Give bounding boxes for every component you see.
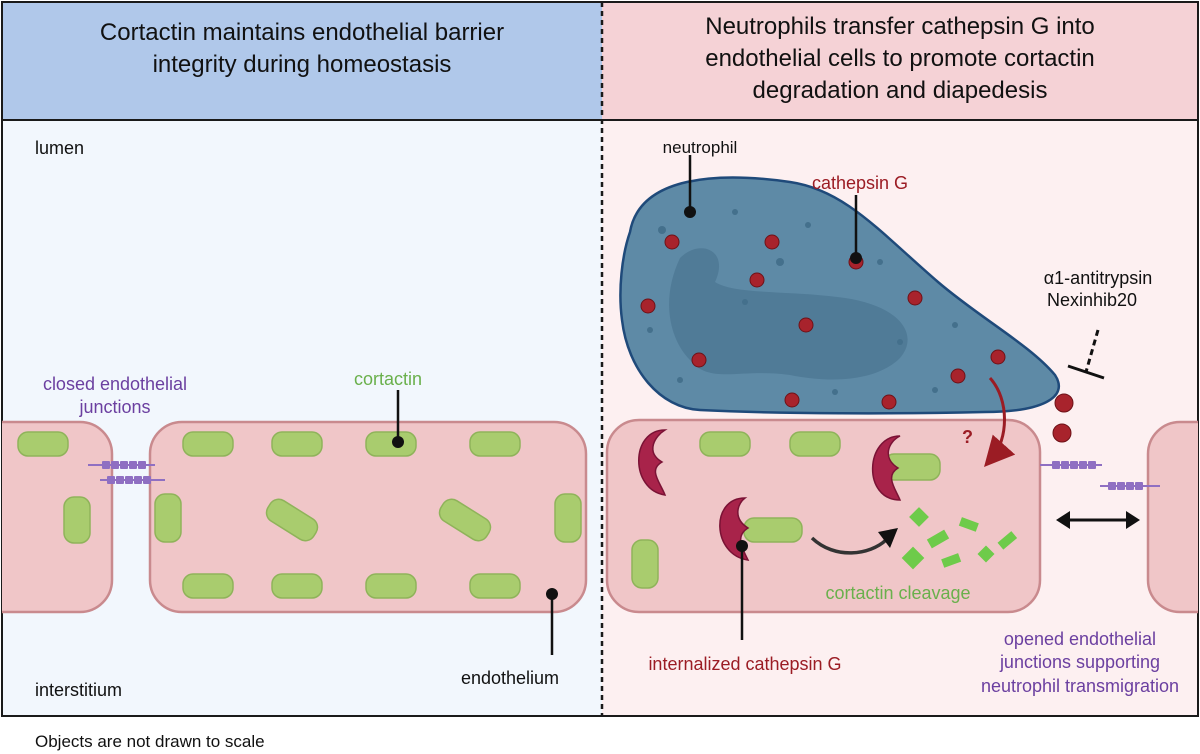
- left-title-line1: Cortactin maintains endothelial barrier: [100, 19, 504, 46]
- cortactin-blob: [182, 431, 234, 457]
- cortactin-blob: [743, 517, 803, 543]
- endothelium-label: endothelium: [461, 668, 559, 688]
- neutrophil-pointer-dot: [684, 206, 696, 218]
- frame: [1, 1, 1199, 717]
- inhibitor-label-line2: Nexinhib20: [1047, 290, 1137, 310]
- cortactin-blob: [182, 573, 234, 599]
- opened-junctions-label-line3: neutrophil transmigration: [981, 676, 1179, 696]
- right-cortactin-group: [631, 431, 941, 589]
- cathepsin-pointer-dot: [850, 252, 862, 264]
- opened-junction: [1040, 461, 1160, 490]
- cortactin-blob: [154, 493, 182, 543]
- cortactin-pointer-dot: [392, 436, 404, 448]
- cathepsin-crescent: [638, 429, 668, 496]
- cleavage-arrow: [810, 536, 888, 555]
- cortactin-fragments: [901, 507, 1018, 570]
- closed-junctions-label-line1: closed endothelial: [43, 374, 187, 394]
- left-body-panel: [2, 120, 602, 716]
- left-header-panel: [2, 2, 602, 120]
- left-edge-endothelial-cell: [2, 420, 114, 614]
- cortactin-blob: [789, 431, 841, 457]
- neutrophil-granules: [647, 209, 958, 395]
- neutrophil-nucleus: [669, 248, 908, 380]
- closed-junctions-label-line2: junctions: [78, 397, 150, 417]
- left-cortactin-group: [17, 431, 582, 599]
- opened-junctions-label-line1: opened endothelial: [1004, 629, 1156, 649]
- inhibitor-dashed-line: [1084, 329, 1100, 373]
- cortactin-blob: [469, 431, 521, 457]
- neutrophil-label: neutrophil: [663, 138, 738, 157]
- right-edge-endothelial-cell: [1146, 420, 1198, 614]
- cortactin-blob: [631, 539, 659, 589]
- left-title-line2: integrity during homeostasis: [153, 51, 452, 78]
- cortactin-cleavage-label: cortactin cleavage: [825, 583, 970, 603]
- question-mark: ?: [962, 427, 973, 447]
- cortactin-blob: [265, 498, 319, 542]
- cortactin-blob: [438, 498, 492, 542]
- internalized-cathepsin-g-label: internalized cathepsin G: [648, 654, 841, 674]
- inhibitor-bar: [1067, 364, 1105, 380]
- inhibitor-label-line1: α1-antitrypsin: [1044, 268, 1152, 288]
- cortactin-blob: [63, 496, 91, 544]
- right-title-line1: Neutrophils transfer cathepsin G into: [705, 13, 1095, 40]
- cleavage-arrowhead: [878, 528, 898, 548]
- internalized-pointer-dot: [736, 540, 748, 552]
- endothelium-pointer-dot: [546, 588, 558, 600]
- interstitium-label: interstitium: [35, 680, 122, 700]
- cortactin-blob: [365, 431, 417, 457]
- closed-junction: [88, 461, 165, 484]
- right-title-line2: endothelial cells to promote cortactin: [705, 45, 1095, 72]
- right-title-line3: degradation and diapedesis: [753, 77, 1048, 104]
- lumen-label: lumen: [35, 138, 84, 158]
- cortactin-blob: [699, 431, 751, 457]
- cortactin-blob: [17, 431, 69, 457]
- cortactin-blob: [469, 573, 521, 599]
- left-main-endothelial-cell: [148, 420, 588, 614]
- cortactin-label: cortactin: [354, 369, 422, 389]
- transfer-arrow: [984, 376, 1016, 467]
- scale-footnote: Objects are not drawn to scale: [35, 732, 265, 751]
- opened-junctions-label-line2: junctions supporting: [999, 652, 1160, 672]
- cortactin-blob: [271, 573, 323, 599]
- cortactin-blob: [365, 573, 417, 599]
- cathepsin-g-label: cathepsin G: [812, 173, 908, 193]
- cortactin-blob: [271, 431, 323, 457]
- double-arrow-icon: [1056, 511, 1140, 529]
- cortactin-blob: [554, 493, 582, 543]
- right-header-panel: [602, 2, 1198, 120]
- cathepsin-crescent: [871, 435, 902, 501]
